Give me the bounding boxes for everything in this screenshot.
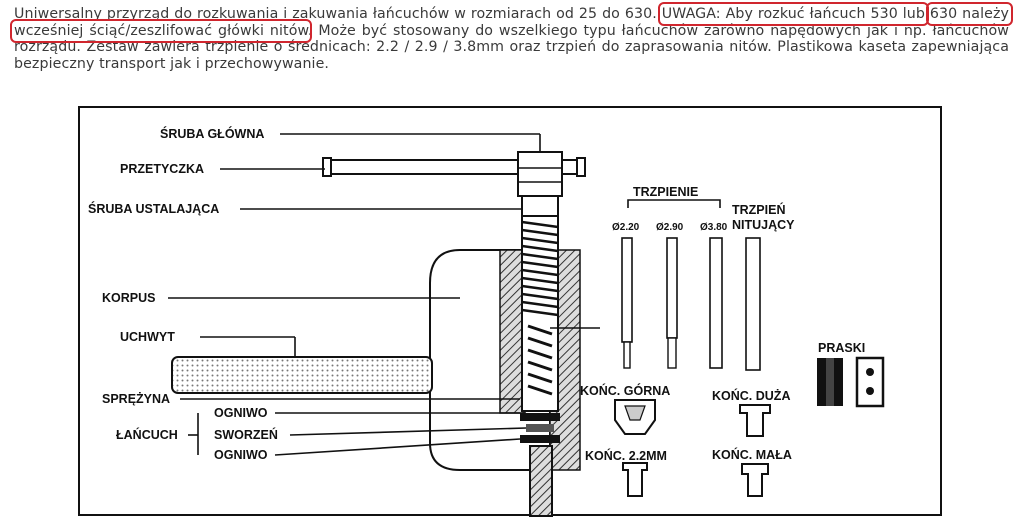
warning-highlight-1: UWAGA: Aby rozkuć łańcuch 530 lub <box>657 2 930 26</box>
handle-grip <box>171 356 433 394</box>
label-handle: UCHWYT <box>120 330 175 344</box>
label-main-screw: ŚRUBA GŁÓWNA <box>160 126 264 141</box>
pin-220 <box>621 237 633 343</box>
label-pins: TRZPIENIE <box>633 185 698 199</box>
thread-lines <box>521 220 559 317</box>
description-text-2: . Może być stosowany do wszelkiego typu … <box>14 22 1009 72</box>
label-pin-290: Ø2.90 <box>656 222 684 233</box>
product-description: Uniwersalny przyrząd do rozkuwania i zak… <box>10 2 1013 72</box>
label-end-upper: KOŃC. GÓRNA <box>580 383 670 398</box>
label-riveting-pin-2: NITUJĄCY <box>732 218 795 232</box>
pin-380 <box>709 237 723 369</box>
pin-bar-end <box>322 157 332 177</box>
label-locking-screw: ŚRUBA USTALAJĄCA <box>88 201 219 216</box>
end-piece-22mm <box>622 462 648 497</box>
label-pin-220: Ø2.20 <box>612 222 640 233</box>
label-riveting-pin-1: TRZPIEŃ <box>732 202 785 217</box>
spring-coils <box>527 324 553 396</box>
label-end-small: KOŃC. MAŁA <box>712 447 792 462</box>
chain-pin <box>526 424 554 432</box>
description-text-1: Uniwersalny przyrząd do rozkuwania i zak… <box>14 6 662 22</box>
end-piece-small <box>741 463 769 497</box>
label-pin-380: Ø3.80 <box>700 222 728 233</box>
pin-bar-end-right <box>576 157 586 177</box>
label-body: KORPUS <box>102 291 155 305</box>
pin-290 <box>666 237 678 339</box>
leader-lines <box>168 133 600 456</box>
label-link-bottom: OGNIWO <box>214 448 268 462</box>
riveting-pin <box>745 237 761 371</box>
lower-anvil <box>529 445 553 517</box>
chain-link-top <box>520 413 560 421</box>
chain-link-bottom <box>520 435 560 443</box>
tool-diagram-svg: ŚRUBA GŁÓWNA PRZETYCZKA ŚRUBA USTALAJĄCA… <box>88 126 885 517</box>
label-pin: SWORZEŃ <box>214 427 278 442</box>
label-spring: SPRĘŻYNA <box>102 391 170 406</box>
label-pin-bar: PRZETYCZKA <box>120 162 204 176</box>
label-chain: ŁAŃCUCH <box>116 427 178 442</box>
warning-highlight-2: 630 należy wcześniej ściąć/zeszlifować g… <box>10 2 1013 43</box>
main-screw-head <box>517 151 563 197</box>
label-press-plates: PRASKI <box>818 341 865 355</box>
locking-screw <box>521 195 559 217</box>
pins-bracket <box>627 199 721 208</box>
end-piece-large <box>739 404 771 437</box>
label-end-22mm: KOŃC. 2.2MM <box>585 448 667 463</box>
press-plate-right <box>855 356 885 408</box>
label-link-top: OGNIWO <box>214 406 268 420</box>
label-end-large: KOŃC. DUŻA <box>712 388 790 403</box>
tool-diagram: ŚRUBA GŁÓWNA PRZETYCZKA ŚRUBA USTALAJĄCA… <box>78 106 942 517</box>
